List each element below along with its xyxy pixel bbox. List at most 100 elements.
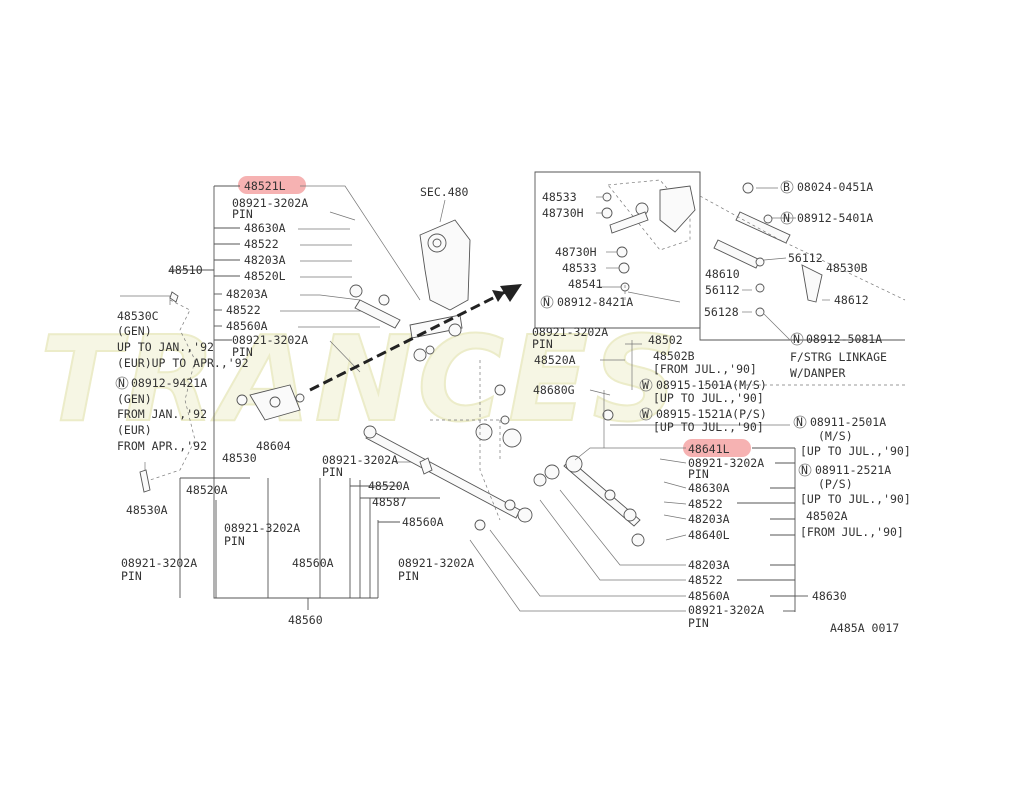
part-left-3: 48630A [244,221,286,235]
part-right-2: PIN [688,467,709,481]
left-callout-group [170,185,421,599]
part-ru-2: PIN [532,337,553,351]
diagram-code: A485A 0017 [830,621,899,635]
part-ru-7: 48680G [533,383,575,397]
n-marker-4: N [793,332,800,346]
part-ir-5: 48610 [705,267,740,281]
part-48630: 48630 [812,589,847,603]
note-left-7: FROM JAN.,'92 [117,407,207,421]
part-il-4: 48533 [562,261,597,275]
part-ru-1: 08921-3202A [532,325,608,339]
n-marker-5: N [796,415,803,429]
part-ir-8: 56128 [704,305,739,319]
part-bl-4: 08921-3202A [121,556,197,570]
n-marker-1: N [118,376,125,390]
part-il-3: 48730H [555,245,597,259]
part-left-7: 48203A [226,287,268,301]
note-left-6: (GEN) [117,392,152,406]
b-marker: B [783,180,790,194]
callout-markers [115,180,812,477]
part-c-4: 48587 [372,495,407,509]
part-il-2: 48730H [542,206,584,220]
direction-arrow [309,284,522,392]
part-right-4: 48522 [688,497,723,511]
part-ir-1: 08024-0451A [797,180,873,194]
note-left-4: (EUR)UP TO APR.,'92 [117,356,249,370]
part-bl-3: PIN [224,534,245,548]
part-il-5: 48541 [568,277,603,291]
part-ru-8: 08915-1501A(M/S) [656,378,767,392]
part-48530A: 48530A [126,503,168,517]
part-right-7: 48203A [688,558,730,572]
note-left-5: 08912-9421A [131,376,207,390]
note-left-8: (EUR) [117,423,152,437]
part-left-1: 08921-3202A [232,196,308,210]
part-ir-4: 48530B [826,261,868,275]
note-left-1: 48530C [117,309,159,323]
note-left-2: (GEN) [117,324,152,338]
part-ru-6: [FROM JUL.,'90] [653,362,757,376]
part-c-1: 08921-3202A [322,453,398,467]
n-marker-2: N [543,295,550,309]
w-marker-1: W [642,378,649,392]
highlight-48521L [238,176,306,194]
part-c-3: 48520A [368,479,410,493]
part-left-5: 48203A [244,253,286,267]
note-right-4: [UP TO JUL.,'90] [800,492,911,506]
part-c-2: PIN [322,465,343,479]
part-48521L[interactable]: 48521L [244,179,286,193]
note-right-6: [FROM JUL.,'90] [800,525,904,539]
part-il-6: 08912-8421A [557,295,633,309]
part-bl-5: PIN [121,569,142,583]
part-48560: 48560 [288,613,323,627]
watermark-logo: TRANCES [40,310,682,448]
part-right-5: 48203A [688,512,730,526]
note-left-3: UP TO JAN.,'92 [117,340,214,354]
part-right-1: 08921-3202A [688,456,764,470]
section-ref: SEC.480 [420,185,469,199]
part-ir-10: F/STRG LINKAGE [790,350,887,364]
part-ir-6: 56112 [705,283,740,297]
part-left-2: PIN [232,207,253,221]
part-left-6: 48520L [244,269,286,283]
part-ru-4: 48520A [534,353,576,367]
note-right-1: [UP TO JUL.,'90] [800,444,911,458]
part-right-11: PIN [688,616,709,630]
part-bl-2: 08921-3202A [224,521,300,535]
note-right-5: 48502A [806,509,848,523]
part-il-1: 48533 [542,190,577,204]
part-left-9: 48560A [226,319,268,333]
part-ir-7: 48612 [834,293,869,307]
part-c-6: 08921-3202A [398,556,474,570]
part-48604: 48604 [256,439,291,453]
part-48530: 48530 [222,451,257,465]
part-ir-2: 08912-5401A [797,211,873,225]
part-right-6: 48640L [688,528,730,542]
part-ir-11: W/DANPER [790,366,845,380]
part-ru-11: [UP TO JUL.,'90] [653,420,764,434]
part-right-3: 48630A [688,481,730,495]
part-ru-13: (M/S) [818,429,853,443]
part-48641L[interactable]: 48641L [688,442,730,456]
note-right-3: (P/S) [818,477,853,491]
part-ru-10: 08915-1521A(P/S) [656,407,767,421]
highlight-48641L [683,439,751,457]
part-left-8: 48522 [226,303,261,317]
part-48510: 48510 [168,263,203,277]
part-c-7: PIN [398,569,419,583]
part-right-10: 08921-3202A [688,603,764,617]
part-ir-9: 08912-5081A [806,332,882,346]
part-ru-12: 08911-2501A [810,415,886,429]
part-left-4: 48522 [244,237,279,251]
part-bl-1: 48520A [186,483,228,497]
part-c-5: 48560A [402,515,444,529]
inset-detail-box [534,171,906,386]
note-right-2: 08911-2521A [815,463,891,477]
part-right-8: 48522 [688,573,723,587]
part-ru-5: 48502B [653,349,695,363]
n-marker-6: N [801,463,808,477]
part-left-10: 08921-3202A [232,333,308,347]
n-marker-3: N [783,211,790,225]
part-bl-6: 48560A [292,556,334,570]
